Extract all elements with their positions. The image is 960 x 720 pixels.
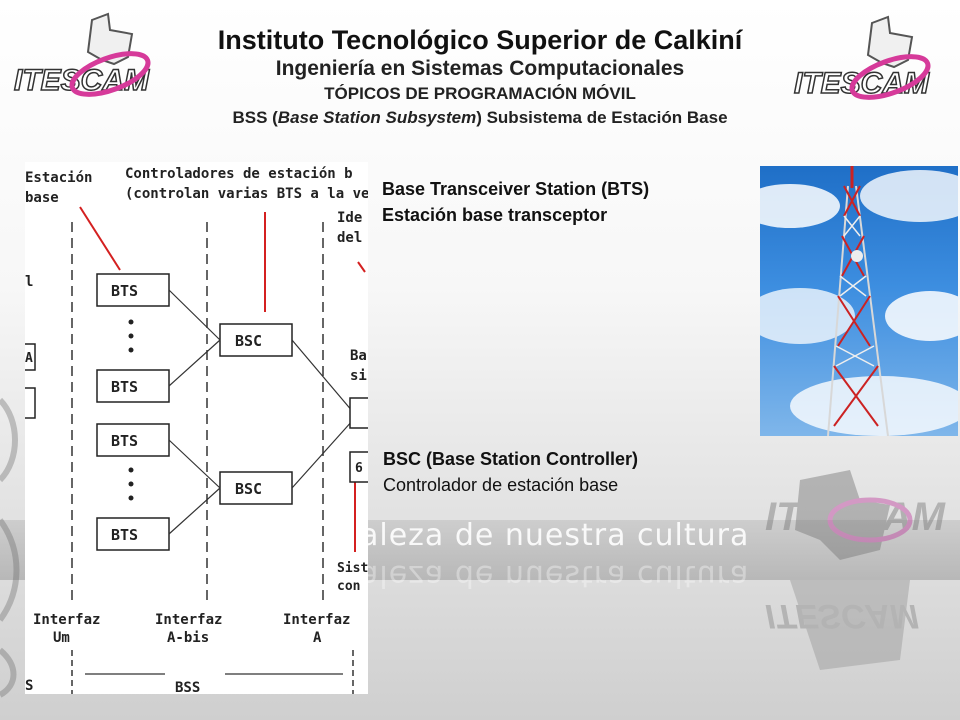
bsc-title: BSC (Base Station Controller) <box>383 449 639 469</box>
topic-suffix: ) Subsistema de Estación Base <box>476 108 728 127</box>
svg-text:ITESCAM: ITESCAM <box>765 495 947 539</box>
background-logo-icon: ITESCAM ITESCAM <box>765 470 947 670</box>
bss-diagram: Estación base Controladores de estación … <box>25 162 368 694</box>
diagram-label-estacion: Estación <box>25 170 92 186</box>
s-label: S <box>25 678 33 694</box>
diagram-label-a-left: A <box>25 351 33 366</box>
diagram-label-6: 6 <box>355 461 363 476</box>
bts-subtitle: Estación base transceptor <box>382 205 608 225</box>
bts-box-4: BTS <box>111 526 138 544</box>
diagram-label-controladores-1: Controladores de estación b <box>125 166 353 182</box>
svg-text:ITESCAM: ITESCAM <box>765 597 919 635</box>
diagram-label-controladores-2: (controlan varias BTS a la ve <box>125 186 368 202</box>
bts-box-3: BTS <box>111 432 138 450</box>
background-slogan: aleza de nuestra cultura <box>360 518 750 553</box>
abis-label: A-bis <box>167 630 209 646</box>
diagram-label-sist: Sist <box>337 561 368 576</box>
diagram-label-con: con <box>337 579 360 594</box>
diagram-label-del: del <box>337 230 362 246</box>
background-side-ornament <box>0 397 20 698</box>
bsc-box-2: BSC <box>235 480 262 498</box>
bts-box-1: BTS <box>111 282 138 300</box>
diagram-label-base: base <box>25 190 59 206</box>
topic-italic: Base Station Subsystem <box>277 108 477 127</box>
diagram-label-iden: Ide <box>337 210 362 226</box>
bss-label: BSS <box>175 680 200 694</box>
topic-prefix: BSS ( <box>232 108 278 127</box>
a-label: A <box>313 630 322 646</box>
diagram-label-l: l <box>25 274 33 290</box>
itescam-logo-right: ITESCAM <box>793 15 931 101</box>
interfaz-um-label: Interfaz <box>33 612 100 628</box>
slide-header: Instituto Tecnológico Superior de Calkin… <box>130 24 830 130</box>
diagram-label-sis: sis <box>350 368 368 384</box>
interfaz-a-label: Interfaz <box>283 612 350 628</box>
um-label: Um <box>53 630 70 646</box>
itescam-logo-left: ITESCAM <box>13 12 151 98</box>
bts-description: Base Transceiver Station (BTS) Estación … <box>382 176 649 228</box>
background-slogan-reflection: aleza de nuestra cultura <box>360 558 750 593</box>
bsc-description: BSC (Base Station Controller) Controlado… <box>383 446 638 498</box>
bsc-subtitle: Controlador de estación base <box>383 475 619 495</box>
topic-title: BSS (Base Station Subsystem) Subsistema … <box>130 106 830 130</box>
course-title: TÓPICOS DE PROGRAMACIÓN MÓVIL <box>324 84 636 103</box>
institute-title: Instituto Tecnológico Superior de Calkin… <box>217 25 743 55</box>
antenna-tower-photo <box>760 166 958 436</box>
bts-box-2: BTS <box>111 378 138 396</box>
program-title: Ingeniería en Sistemas Computacionales <box>275 57 685 80</box>
interfaz-abis-label: Interfaz <box>155 612 222 628</box>
bts-title: Base Transceiver Station (BTS) <box>382 179 650 199</box>
diagram-label-ba: Ba <box>350 348 367 364</box>
bsc-box-1: BSC <box>235 332 262 350</box>
